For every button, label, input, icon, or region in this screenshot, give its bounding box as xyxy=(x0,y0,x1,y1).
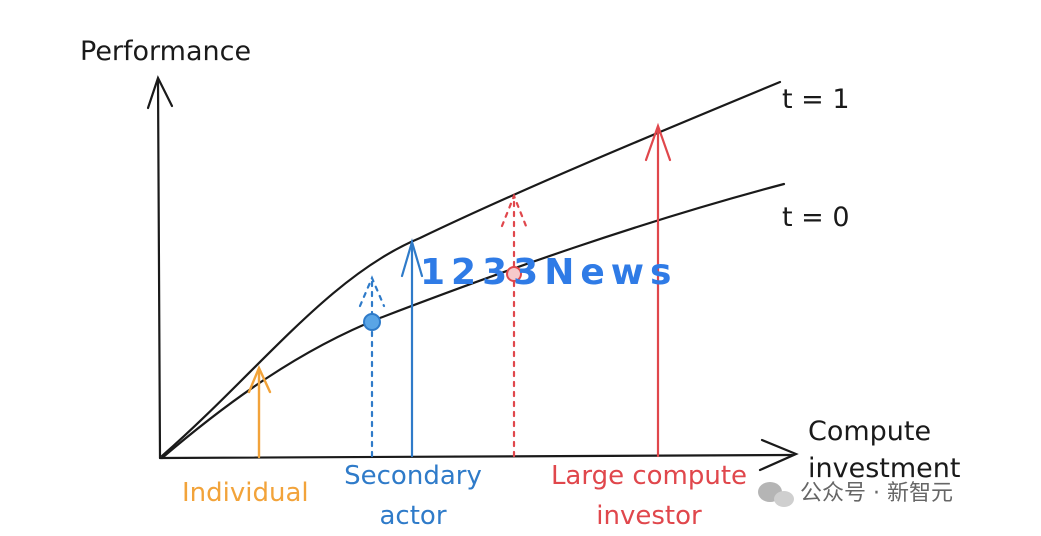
large-point xyxy=(506,266,522,282)
y-axis-arrowhead xyxy=(146,75,174,110)
y-axis xyxy=(156,78,162,460)
y-axis-label: Performance xyxy=(80,36,251,67)
x-axis-arrowhead xyxy=(758,438,799,472)
x-axis xyxy=(158,453,794,460)
watermark-overlay: 1233News xyxy=(420,252,677,293)
large-dotted-arrowhead xyxy=(500,193,528,228)
secondary-label-line2: actor xyxy=(379,501,446,531)
large-marker xyxy=(500,122,672,458)
curve-t0-label: t = 0 xyxy=(782,202,850,233)
secondary-solid-arrowhead xyxy=(400,238,424,278)
curve-t0 xyxy=(160,182,786,460)
secondary-label-line1: Secondary xyxy=(344,461,482,491)
watermark-footer: 公众号 · 新智元 xyxy=(800,481,953,506)
large-label-line2: investor xyxy=(596,501,702,531)
secondary-dotted-arrowhead xyxy=(358,275,386,308)
individual-arrowhead xyxy=(247,365,272,394)
secondary-point xyxy=(363,313,381,331)
large-label-line1: Large compute xyxy=(551,461,747,491)
x-axis-label-line2: investment xyxy=(808,453,960,484)
wechat-icon xyxy=(758,482,794,507)
curve-t1-label: t = 1 xyxy=(782,84,850,115)
axes xyxy=(146,75,799,472)
x-axis-label-line1: Compute xyxy=(808,416,931,447)
large-solid-arrowhead xyxy=(644,122,672,162)
individual-label: Individual xyxy=(182,478,309,508)
secondary-marker xyxy=(358,238,424,458)
individual-marker xyxy=(247,365,272,459)
